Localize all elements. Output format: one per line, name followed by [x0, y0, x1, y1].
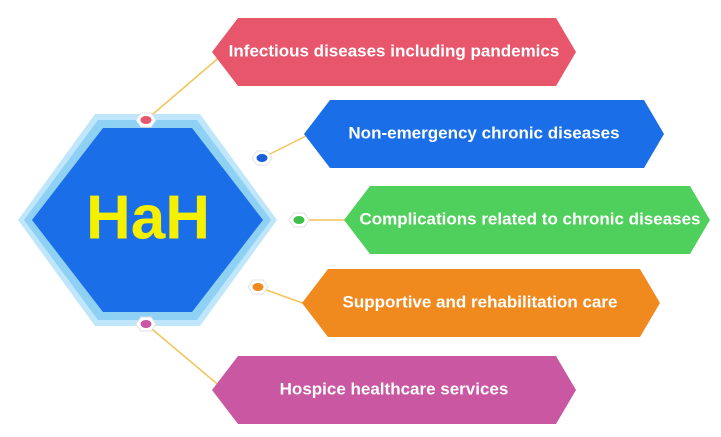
dot-2 — [256, 154, 268, 162]
hub-dot-2 — [251, 150, 273, 166]
pill-shape — [302, 269, 660, 337]
item-pill-3: Complications related to chronic disease… — [344, 186, 710, 254]
item-pill-4: Supportive and rehabilitation care — [302, 269, 660, 337]
item-pill-1: Infectious diseases including pandemics — [212, 18, 576, 86]
pill-label: Supportive and rehabilitation care — [343, 292, 618, 311]
pill-label: Non-emergency chronic diseases — [348, 123, 619, 142]
hub: HaH — [18, 114, 277, 326]
hub-dot-3 — [288, 212, 310, 228]
pill-shape — [304, 100, 664, 168]
hub-dot-4 — [247, 279, 269, 295]
pill-label: Hospice healthcare services — [280, 379, 509, 398]
connector-5 — [145, 323, 223, 389]
hub-dot-5 — [135, 316, 157, 332]
hub-hexagon — [32, 128, 263, 312]
item-pill-2: Non-emergency chronic diseases — [304, 100, 664, 168]
hub-dot-1 — [135, 112, 157, 128]
pill-shape — [212, 18, 576, 86]
pill-label: Complications related to chronic disease… — [359, 209, 700, 228]
pill-label: Infectious diseases including pandemics — [229, 41, 560, 60]
hub-label: HaH — [86, 183, 210, 252]
pill-shape — [212, 356, 576, 424]
hub-dots — [135, 112, 310, 332]
connector-2 — [261, 132, 313, 159]
connector-1 — [145, 54, 223, 121]
dot-3 — [293, 216, 305, 224]
pill-shape — [344, 186, 710, 254]
dot-4 — [252, 283, 264, 291]
dot-5 — [140, 320, 152, 328]
item-pill-5: Hospice healthcare services — [212, 356, 576, 424]
dot-1 — [140, 116, 152, 124]
